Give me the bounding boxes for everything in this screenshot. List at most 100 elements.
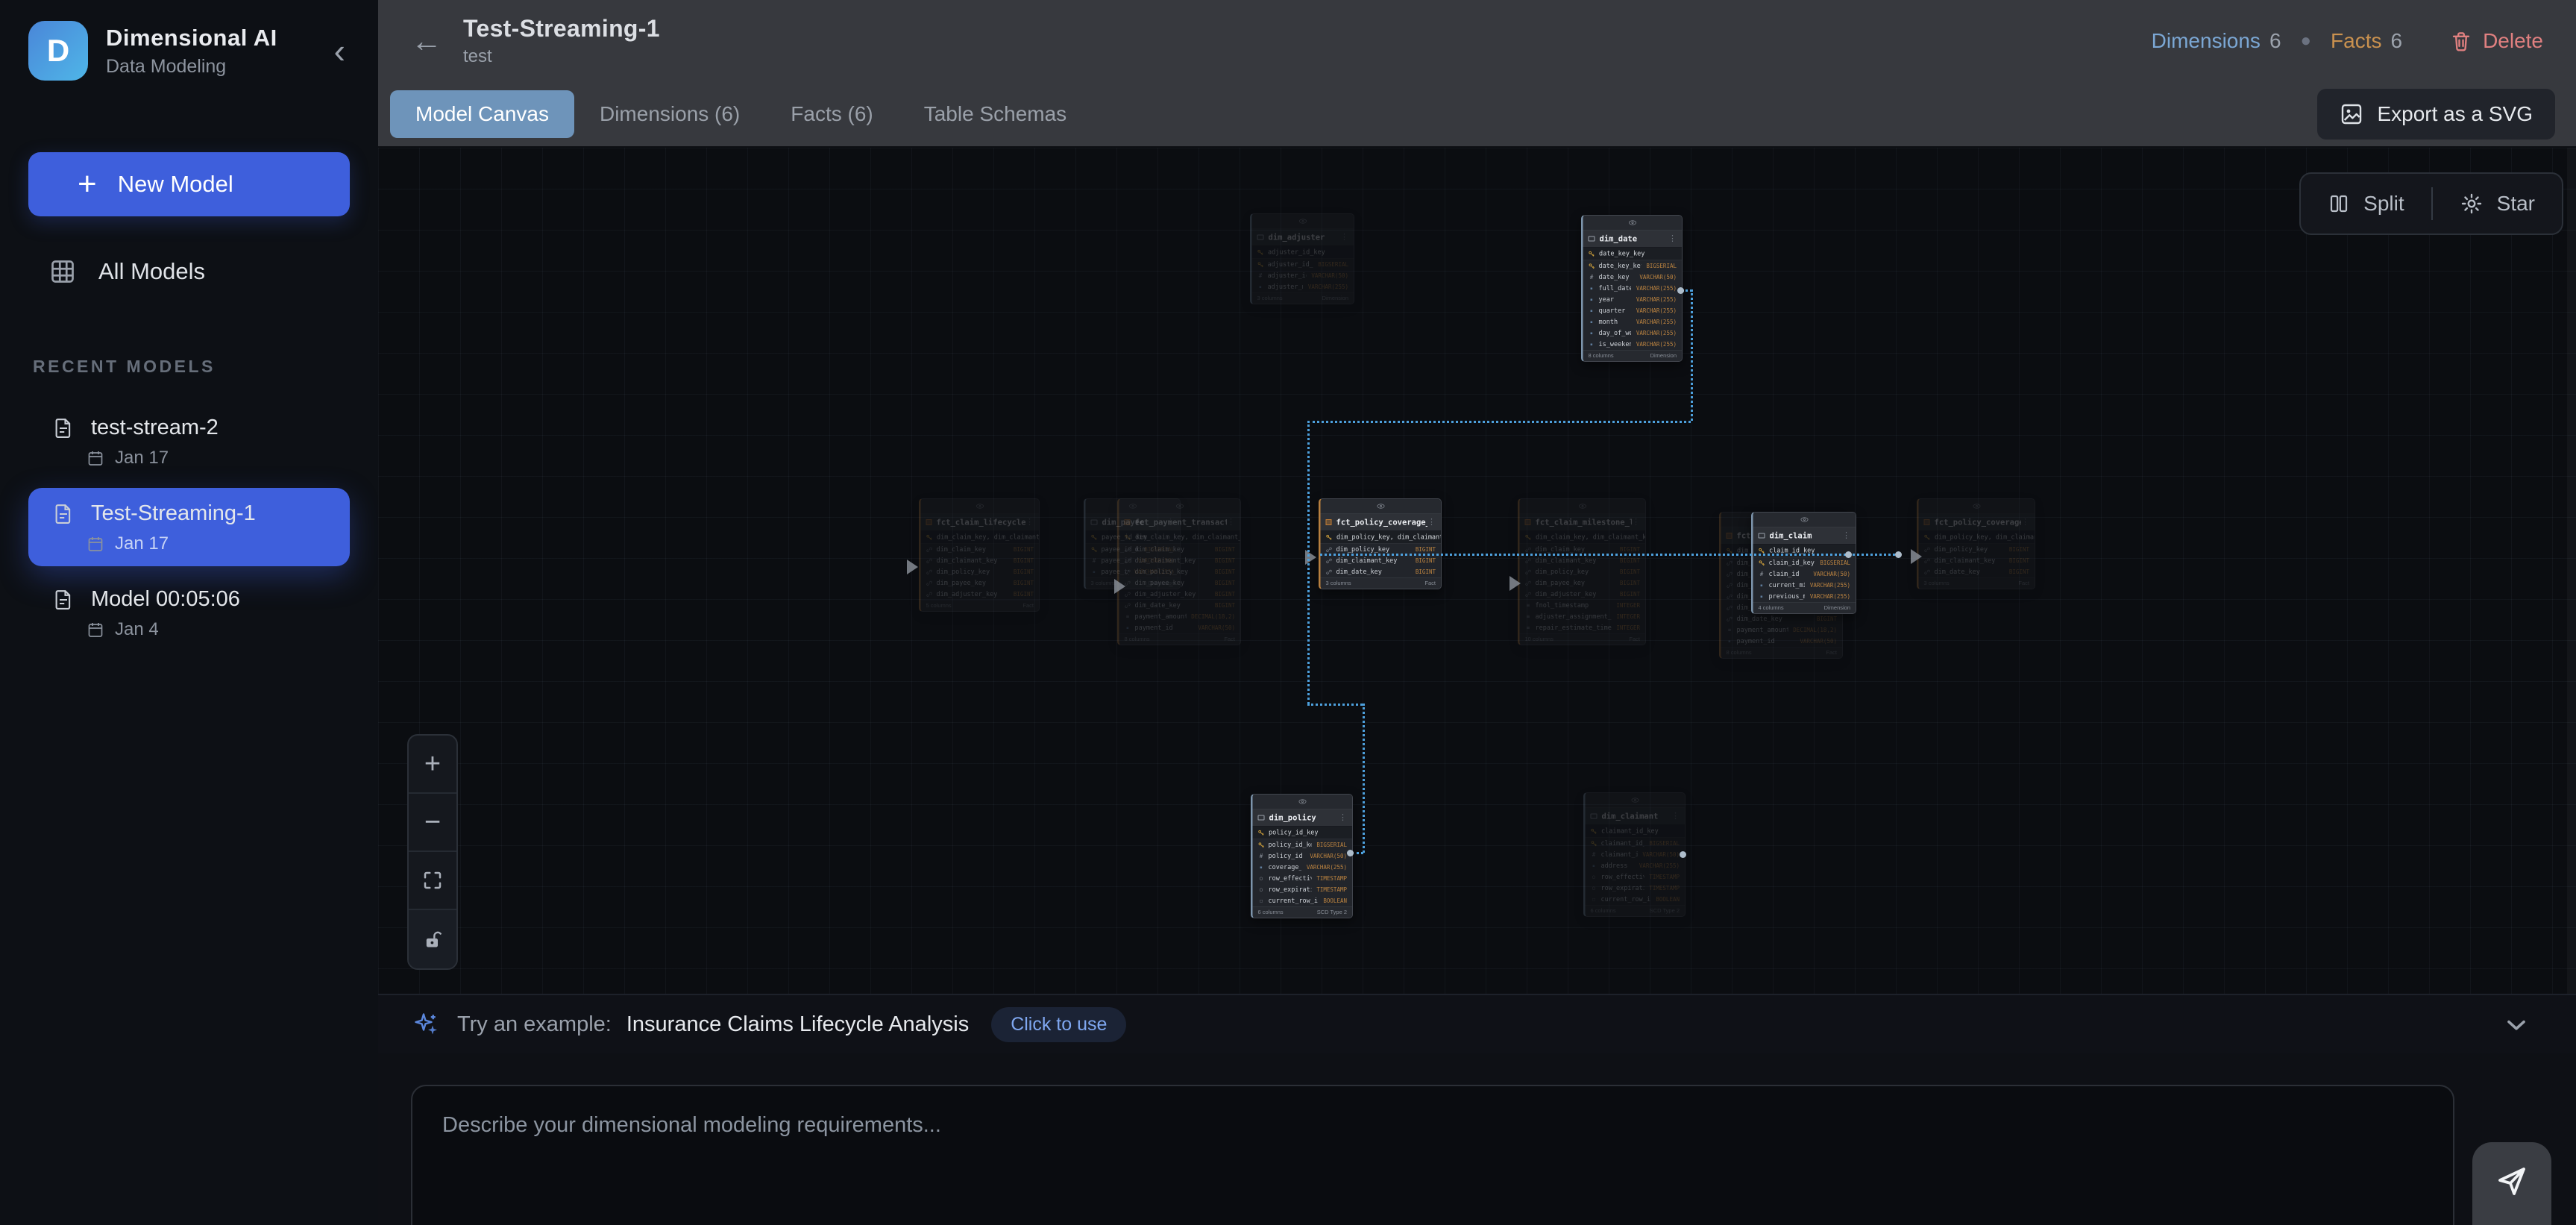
all-models-label: All Models <box>98 258 205 284</box>
edge-arrowhead <box>1114 579 1125 594</box>
table-key-summary: dim_claim_key, dim_claimant_key,... <box>1519 530 1645 544</box>
back-arrow-icon[interactable]: ← <box>411 23 442 58</box>
zoom-out-button[interactable]: − <box>409 794 456 852</box>
canvas-table-fct_claim_milestone_lifecycle[interactable]: fct_claim_milestone_lifecycle⋮dim_claim_… <box>1518 498 1774 792</box>
delete-label: Delete <box>2483 29 2543 52</box>
tab-table-schemas[interactable]: Table Schemas <box>923 102 1067 125</box>
table-menu-icon[interactable]: ⋮ <box>1025 517 1034 527</box>
eye-icon[interactable] <box>1918 499 2035 513</box>
tab-facts-6[interactable]: Facts (6) <box>791 102 873 125</box>
eye-icon[interactable] <box>1119 499 1240 513</box>
canvas-table-dim_claimant[interactable]: dim_claimant⋮claimant_id_keyclaimant_id_… <box>1583 792 1788 994</box>
canvas-scrollbar[interactable] <box>2567 148 2576 994</box>
export-svg-label: Export as a SVG <box>2377 102 2533 125</box>
eye-icon[interactable] <box>1585 793 1685 807</box>
requirements-input[interactable] <box>411 1085 2454 1225</box>
table-column-row: ▪previous_milestoneVARCHAR(255) <box>1760 592 1850 601</box>
table-header: dim_claimant⋮ <box>1585 807 1685 824</box>
table-menu-icon[interactable]: ⋮ <box>1668 234 1677 244</box>
table-name: fct_payment_transactions <box>1134 517 1228 527</box>
table-key-summary: date_key_key <box>1583 247 1682 260</box>
new-model-button[interactable]: + New Model <box>28 152 350 216</box>
table-key-summary: payee_id_key <box>1085 530 1180 544</box>
zoom-in-button[interactable]: + <box>409 736 456 794</box>
example-bar: Try an example: Insurance Claims Lifecyc… <box>378 994 2576 1053</box>
table-menu-icon[interactable]: ⋮ <box>1427 517 1436 527</box>
eye-icon[interactable] <box>1583 216 1682 230</box>
recent-models-header: RECENT MODELS <box>33 357 216 376</box>
table-column-row: ○row_expiration_dateTIMESTAMP <box>1592 884 1680 892</box>
sidebar-collapse-icon[interactable]: ‹ <box>333 31 345 70</box>
canvas-table-dim_policy[interactable]: dim_policy⋮policy_id_keypolicy_id_keyBIG… <box>1251 794 1455 994</box>
star-view-button[interactable]: Star <box>2433 174 2562 234</box>
table-menu-icon[interactable]: ⋮ <box>1339 812 1347 823</box>
send-button[interactable] <box>2472 1142 2551 1225</box>
eye-icon[interactable] <box>920 499 1039 513</box>
model-date: Jan 17 <box>115 448 169 468</box>
table-menu-icon[interactable]: ⋮ <box>1166 518 1175 527</box>
eye-icon[interactable] <box>1251 214 1354 228</box>
table-column-row: ▪adjuster_nameVARCHAR(255) <box>1259 283 1348 291</box>
delete-button[interactable]: Delete <box>2450 29 2543 53</box>
main-area: ← Test-Streaming-1 test Dimensions 6 ● F… <box>378 0 2576 1225</box>
eye-icon[interactable] <box>1753 513 1856 527</box>
canvas-table-fct_claim_lifecycle[interactable]: fct_claim_lifecycle⋮dim_claim_key, dim_c… <box>919 498 1160 725</box>
canvas-view-pill: Split Star <box>2299 172 2563 235</box>
table-menu-icon[interactable]: ⋮ <box>1340 232 1348 242</box>
calendar-icon <box>88 537 103 551</box>
eye-icon[interactable] <box>1519 499 1645 513</box>
table-menu-icon[interactable]: ⋮ <box>2021 517 2029 527</box>
tab-dimensions-6[interactable]: Dimensions (6) <box>599 102 741 125</box>
lock-icon <box>426 931 442 947</box>
tabbar: Model Canvas Dimensions (6) Facts (6) Table… <box>378 82 2576 148</box>
lock-button[interactable] <box>409 910 456 968</box>
click-to-use-button[interactable]: Click to use <box>991 1006 1127 1042</box>
sidebar-item-all-models[interactable]: All Models <box>28 248 350 295</box>
model-name: Test-Streaming-1 <box>91 501 256 525</box>
split-view-button[interactable]: Split <box>2301 174 2431 234</box>
new-model-label: New Model <box>117 171 233 197</box>
pill-divider <box>2431 187 2433 220</box>
split-icon <box>2331 195 2348 213</box>
tab-model-canvas[interactable]: Model Canvas <box>390 90 574 138</box>
canvas-table-fct_payment_transactions[interactable]: fct_payment_transactions⋮dim_claim_key, … <box>1117 498 1365 792</box>
eye-icon[interactable] <box>1320 499 1441 513</box>
canvas-table-dim_payee[interactable]: dim_payee⋮payee_id_keypayee_id_keyBIGSER… <box>1084 498 1278 680</box>
eye-icon[interactable] <box>1085 499 1180 513</box>
grid-icon <box>51 260 74 283</box>
table-menu-icon[interactable]: ⋮ <box>1227 517 1235 527</box>
table-header: dim_adjuster⋮ <box>1251 228 1354 245</box>
table-menu-icon[interactable]: ⋮ <box>1842 530 1850 541</box>
table-menu-icon[interactable]: ⋮ <box>1671 811 1680 821</box>
table-menu-icon[interactable]: ⋮ <box>1632 517 1640 527</box>
chevron-down-icon[interactable] <box>2501 1009 2531 1039</box>
canvas-table-dim_adjuster[interactable]: dim_adjuster⋮adjuster_id_keyadjuster_id_… <box>1250 213 1459 395</box>
export-svg-button[interactable]: Export as a SVG <box>2317 89 2555 140</box>
fit-view-button[interactable] <box>409 852 456 910</box>
eye-icon[interactable] <box>1252 795 1352 809</box>
model-canvas[interactable]: Split Star <box>378 148 2576 994</box>
table-column-row: ▪payee_typeVARCHAR(255) <box>1093 568 1175 576</box>
canvas-table-fct_policy_coverage_change_event[interactable]: fct_policy_coverage_change_event⋮dim_pol… <box>1917 498 2154 680</box>
canvas-table-fct_policy_coverage_change[interactable]: fct_policy_coverage_change⋮dim_policy_ke… <box>1319 498 1565 680</box>
